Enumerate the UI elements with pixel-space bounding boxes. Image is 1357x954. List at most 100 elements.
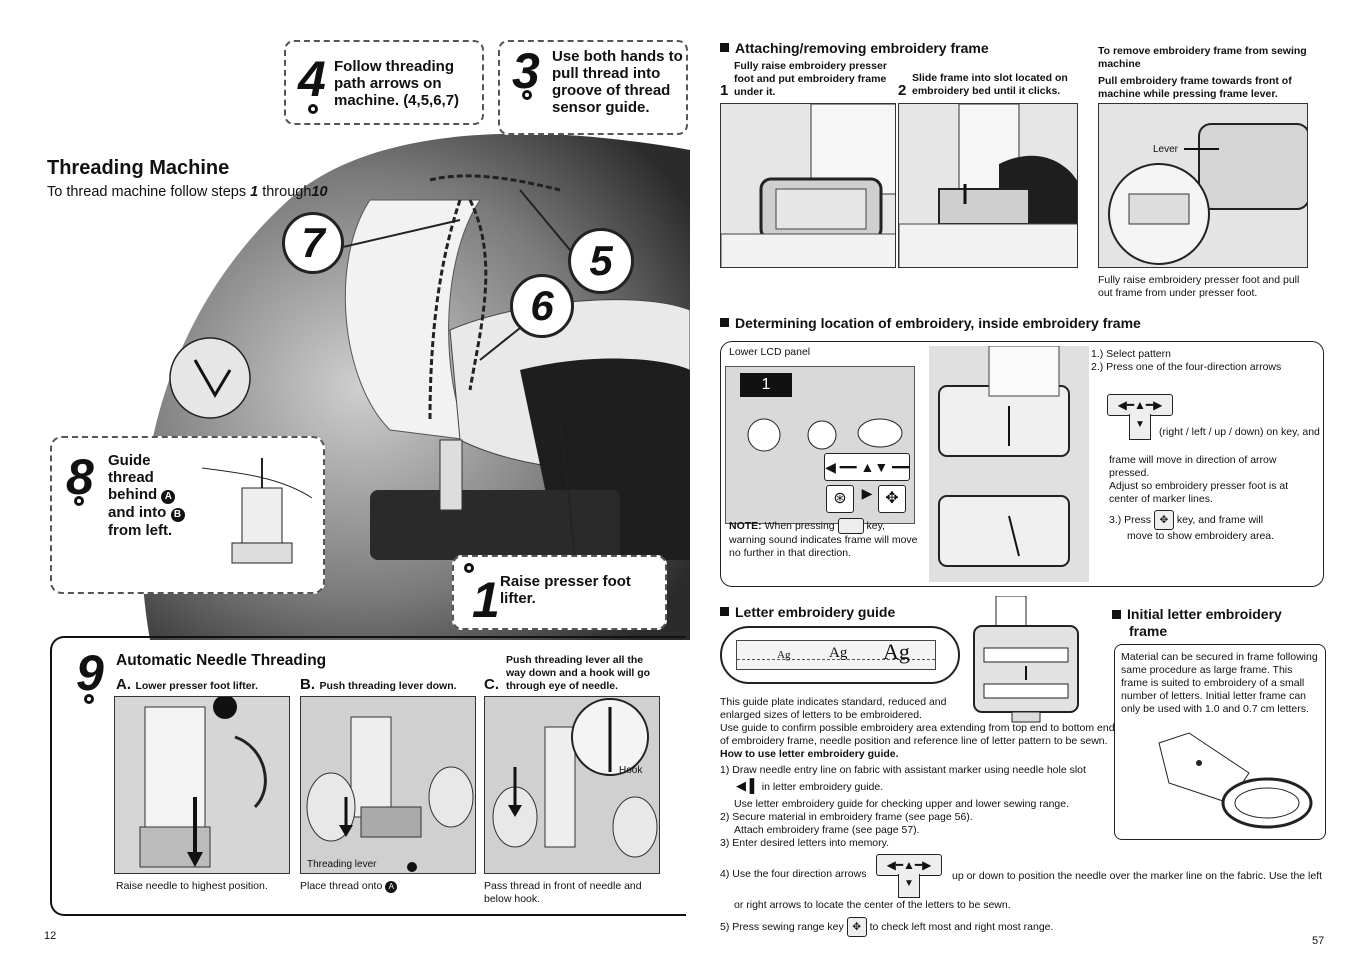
step-9-box: 9 Automatic Needle Threading A. Lower pr… bbox=[50, 636, 686, 916]
letter-guide-plate: Ag Ag Ag bbox=[720, 626, 960, 684]
lcd-label: Lower LCD panel bbox=[729, 346, 811, 358]
step-9b-label: B. Push threading lever down. bbox=[300, 676, 457, 694]
sewing-range-key-icon: ⊛ bbox=[826, 485, 854, 513]
locate-item-3-cont: move to show embroidery area. bbox=[1127, 530, 1275, 542]
letter-step-2: 2) Secure material in embroidery frame (… bbox=[720, 811, 973, 823]
step-3-callout: 3 Use both hands to pull thread into gro… bbox=[498, 40, 688, 135]
step-9-title: Automatic Needle Threading bbox=[116, 652, 327, 669]
page-subtitle: To thread machine follow steps 1 through… bbox=[47, 184, 328, 200]
step-8-line3: behind bbox=[108, 486, 158, 503]
needle-slot-icon: ◀ ▌ bbox=[736, 778, 759, 793]
locate-note: NOTE: When pressing key, warning sound i… bbox=[729, 518, 919, 560]
letter-step-5-text-b: to check left most and right most range. bbox=[869, 920, 1054, 933]
note-text-3: warning sound indicates frame will move … bbox=[729, 534, 918, 559]
step-9-number: 9 bbox=[76, 645, 104, 701]
step-8-bullet bbox=[74, 496, 84, 506]
letter-step-1: 1) Draw needle entry line on fabric with… bbox=[720, 764, 1086, 776]
letter-step-5-text: 5) Press sewing range key bbox=[720, 920, 844, 933]
lcd-number-display: 1 bbox=[740, 373, 792, 397]
guide-sample-small: Ag bbox=[777, 649, 791, 661]
locate-box: Lower LCD panel 1 ◀ ━━ ▲▼ ━━ ▶ ⊛ ✥ NOTE:… bbox=[720, 341, 1324, 587]
step-8-line1: Guide bbox=[108, 452, 151, 469]
step-3-bullet bbox=[522, 90, 532, 100]
step-1-text: Raise presser foot lifter. bbox=[500, 573, 631, 607]
photo-step-9c: Hook bbox=[484, 696, 660, 874]
frame-movement-illustration bbox=[929, 346, 1089, 582]
step-8-line5: from left. bbox=[108, 522, 173, 539]
caption-9a: Raise needle to highest position. bbox=[116, 880, 268, 892]
step-6-circle: 6 bbox=[510, 274, 574, 338]
step-4-bullet bbox=[308, 104, 318, 114]
attach-step-2-num: 2 bbox=[898, 82, 907, 99]
marker-a-icon: A bbox=[385, 881, 398, 893]
step-8-line3-row: behind A bbox=[108, 486, 185, 504]
step-9c-text: Push threading lever all the way down an… bbox=[506, 654, 651, 692]
step-9c-letter: C. bbox=[484, 676, 499, 693]
photo-step-9a bbox=[114, 696, 290, 874]
photo-remove-frame: Lever bbox=[1098, 103, 1308, 268]
locate-item-1: 1.) Select pattern bbox=[1091, 348, 1171, 360]
attach-step-2: 2 Slide frame into slot located on embro… bbox=[898, 72, 1078, 99]
step-9b-text: Push threading lever down. bbox=[319, 680, 457, 692]
attach-step-1: 1 Fully raise embroidery presser foot an… bbox=[720, 60, 900, 99]
remove-caption: Fully raise embroidery presser foot and … bbox=[1098, 274, 1300, 299]
note-label: NOTE: bbox=[729, 519, 762, 532]
step-3-number: 3 bbox=[512, 43, 540, 99]
guide-sample-medium: Ag bbox=[829, 645, 848, 661]
letter-p2: Use guide to confirm possible embroidery… bbox=[720, 722, 1115, 747]
initial-frame-box: Material can be secured in frame followi… bbox=[1114, 644, 1326, 840]
letter-step-1c: Use letter embroidery guide for checking… bbox=[734, 798, 1070, 810]
remove-frame-info: To remove embroidery frame from sewing m… bbox=[1098, 45, 1318, 101]
letter-how-title: How to use letter embroidery guide. bbox=[720, 748, 899, 760]
step-8-line2: thread bbox=[108, 469, 154, 486]
needle-threading-illustration bbox=[202, 458, 313, 564]
locate-item-3-post: key, and frame will bbox=[1176, 513, 1264, 526]
initial-heading-line1: Initial letter embroidery bbox=[1112, 606, 1282, 623]
guide-sample-large: Ag bbox=[883, 639, 910, 664]
step-1-bullet bbox=[464, 563, 474, 573]
locate-item-2-cont2: frame will move in direction of arrow pr… bbox=[1109, 454, 1277, 479]
step-3-text: Use both hands to pull thread into groov… bbox=[552, 48, 683, 116]
subtitle-step-end: 10 bbox=[311, 184, 328, 200]
letter-step-1b: ◀ ▌ in letter embroidery guide. bbox=[736, 779, 883, 794]
frame-with-guide-illustration bbox=[973, 596, 1079, 723]
direction-key-icon: ◀ ━━ ▲▼ ━━ ▶ bbox=[824, 453, 910, 501]
letter-step-5: 5) Press sewing range key ✥ to check lef… bbox=[720, 917, 1053, 937]
subtitle-text: To thread machine follow steps bbox=[47, 184, 251, 200]
section-heading-locate: Determining location of embroidery, insi… bbox=[720, 315, 1141, 331]
step-8-number: 8 bbox=[66, 449, 94, 505]
page-title: Threading Machine bbox=[47, 157, 230, 179]
locate-steps: 1.) Select pattern 2.) Press one of the … bbox=[1091, 348, 1316, 374]
section-heading-attach: Attaching/removing embroidery frame bbox=[720, 40, 989, 56]
photo-attach-step-2 bbox=[898, 103, 1078, 268]
remove-title: To remove embroidery frame from sewing m… bbox=[1098, 45, 1307, 70]
attach-step-1-text: Fully raise embroidery presser foot and … bbox=[734, 60, 887, 98]
step-1-callout: 1 Raise presser foot lifter. bbox=[452, 555, 667, 630]
locate-item-2-cont3: Adjust so embroidery presser foot is at … bbox=[1109, 480, 1289, 505]
step-9a-text: Lower presser foot lifter. bbox=[135, 680, 258, 692]
move-key-icon: ✥ bbox=[1153, 510, 1174, 530]
t-arrow-key-icon bbox=[837, 518, 864, 534]
step-8-line4: and into bbox=[108, 504, 167, 521]
letter-p1: This guide plate indicates standard, red… bbox=[720, 696, 947, 721]
step-5-circle: 5 bbox=[568, 228, 634, 294]
letter-step-3: 3) Enter desired letters into memory. bbox=[720, 837, 890, 849]
four-direction-key-icon: ◀━▲━▶ ▼ bbox=[1107, 394, 1173, 440]
step-4-number: 4 bbox=[298, 51, 326, 107]
remove-text: Pull embroidery frame towards front of m… bbox=[1098, 75, 1292, 100]
hook-label: Hook bbox=[619, 765, 643, 776]
caption-9b-text: Place thread onto bbox=[300, 880, 383, 892]
initial-heading-line2: frame bbox=[1129, 623, 1168, 639]
attach-step-2-text: Slide frame into slot located on embroid… bbox=[912, 72, 1068, 97]
initial-heading-line1-text: Initial letter embroidery bbox=[1127, 606, 1282, 622]
step-9c-label: C. Push threading lever all the way down… bbox=[484, 654, 654, 693]
threading-lever-label: Threading lever bbox=[307, 859, 377, 870]
locate-item-2: 2.) Press one of the four-direction arro… bbox=[1091, 361, 1282, 373]
page-number-right: 57 bbox=[1312, 935, 1325, 947]
subtitle-text-mid: through bbox=[258, 184, 312, 200]
section-heading-letter: Letter embroidery guide bbox=[720, 604, 895, 620]
letter-step-4b: up or down to position the needle over t… bbox=[952, 870, 1323, 882]
step-1-number: 1 bbox=[472, 572, 500, 628]
step-4-callout: 4 Follow threading path arrows on machin… bbox=[284, 40, 484, 125]
step-8-line4-row: and into B bbox=[108, 504, 185, 522]
